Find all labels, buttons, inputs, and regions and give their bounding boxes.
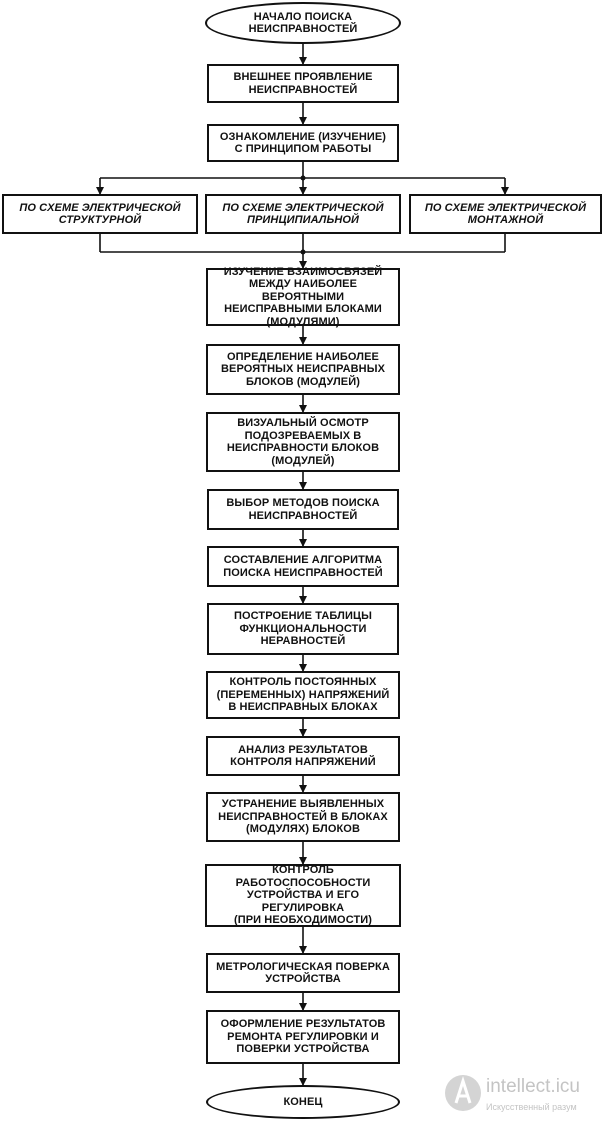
join-junction-dot <box>300 249 306 255</box>
step-identify-faulty-blocks: ОПРЕДЕЛЕНИЕ НАИБОЛЕЕ ВЕРОЯТНЫХ НЕИСПРАВН… <box>206 344 400 395</box>
step-build-table: ПОСТРОЕНИЕ ТАБЛИЦЫ ФУНКЦИОНАЛЬНОСТИ НЕРА… <box>207 603 399 655</box>
start-terminal: НАЧАЛО ПОИСКА НЕИСПРАВНОСТЕЙ <box>205 2 401 44</box>
step-external-manifestation: ВНЕШНЕЕ ПРОЯВЛЕНИЕ НЕИСПРАВНОСТЕЙ <box>207 64 399 103</box>
step-document-results: ОФОРМЛЕНИЕ РЕЗУЛЬТАТОВ РЕМОНТА РЕГУЛИРОВ… <box>206 1010 400 1064</box>
branch-structural-scheme: ПО СХЕМЕ ЭЛЕКТРИЧЕСКОЙ СТРУКТУРНОЙ <box>2 194 198 234</box>
end-terminal: КОНЕЦ <box>206 1085 400 1119</box>
step-study-principle: ОЗНАКОМЛЕНИЕ (ИЗУЧЕНИЕ) С ПРИНЦИПОМ РАБО… <box>207 124 399 162</box>
step-voltage-control: КОНТРОЛЬ ПОСТОЯННЫХ (ПЕРЕМЕННЫХ) НАПРЯЖЕ… <box>206 671 400 719</box>
branch-mounting-scheme: ПО СХЕМЕ ЭЛЕКТРИЧЕСКОЙ МОНТАЖНОЙ <box>409 194 602 234</box>
step-metrological-verification: МЕТРОЛОГИЧЕСКАЯ ПОВЕРКА УСТРОЙСТВА <box>206 953 400 993</box>
step-operability-check: КОНТРОЛЬ РАБОТОСПОСОБНОСТИ УСТРОЙСТВА И … <box>205 864 401 927</box>
step-study-relationships: ИЗУЧЕНИЕ ВЗАИМОСВЯЗЕЙ МЕЖДУ НАИБОЛЕЕ ВЕР… <box>206 266 400 328</box>
watermark-title: intellect.icu <box>486 1076 580 1097</box>
step-compose-algorithm: СОСТАВЛЕНИЕ АЛГОРИТМА ПОИСКА НЕИСПРАВНОС… <box>207 546 399 587</box>
step-choose-methods: ВЫБОР МЕТОДОВ ПОИСКА НЕИСПРАВНОСТЕЙ <box>207 489 399 530</box>
step-eliminate-faults: УСТРАНЕНИЕ ВЫЯВЛЕННЫХ НЕИСПРАВНОСТЕЙ В Б… <box>206 792 400 842</box>
brain-logo-icon <box>445 1075 481 1111</box>
step-visual-inspection: ВИЗУАЛЬНЫЙ ОСМОТР ПОДОЗРЕВАЕМЫХ В НЕИСПР… <box>206 412 400 472</box>
watermark: intellect.icu Искусственный разум <box>440 1068 600 1120</box>
branch-principal-scheme: ПО СХЕМЕ ЭЛЕКТРИЧЕСКОЙ ПРИНЦИПИАЛЬНОЙ <box>205 194 401 234</box>
step-analyze-results: АНАЛИЗ РЕЗУЛЬТАТОВ КОНТРОЛЯ НАПРЯЖЕНИЙ <box>206 736 400 776</box>
split-junction-dot <box>300 175 306 181</box>
watermark-subtitle: Искусственный разум <box>486 1102 577 1112</box>
